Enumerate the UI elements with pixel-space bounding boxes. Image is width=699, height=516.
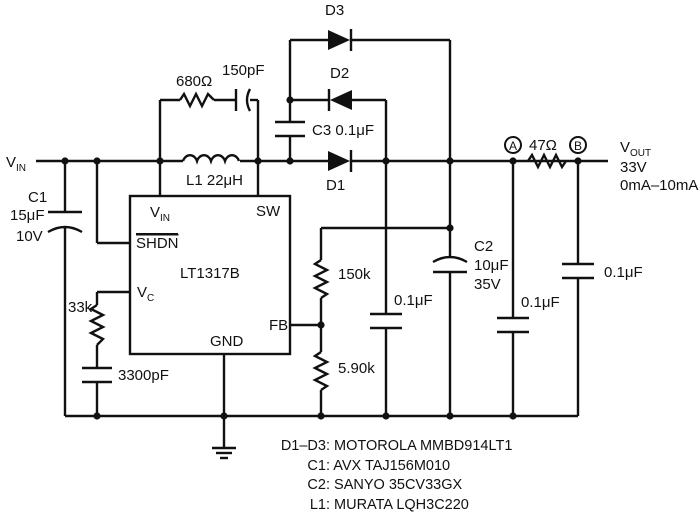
ic-pin-sw: SW xyxy=(256,203,281,220)
parts-notes: D1–D3: MOTOROLA MMBD914LT1 C1: AVX TAJ15… xyxy=(270,437,513,515)
node-b-marker: B xyxy=(569,136,587,154)
note-row: C2: SANYO 35CV33GX xyxy=(307,477,463,493)
c1-voltage: 10V xyxy=(16,228,43,245)
vout-label: VOUT xyxy=(620,139,651,159)
wires xyxy=(36,38,608,448)
note-row: D1–D3: MOTOROLA MMBD914LT1 xyxy=(280,438,513,454)
diode-d1 xyxy=(328,150,353,172)
node-a-marker: A xyxy=(504,136,522,154)
c2-value: 10μF xyxy=(474,257,509,274)
capacitor-c3 xyxy=(275,120,305,138)
capacitor-c2 xyxy=(432,255,468,274)
c-output-label: 0.1μF xyxy=(604,264,643,281)
resistor-680-ohm xyxy=(179,91,215,109)
ic-pin-vin: VIN xyxy=(150,204,170,224)
capacitor-0-1uf-mid xyxy=(370,312,402,330)
resistor-150k xyxy=(312,259,330,299)
resistor-33k xyxy=(88,304,106,346)
capacitor-0-1uf-node-a xyxy=(497,316,529,334)
d3-label: D3 xyxy=(325,2,344,19)
d1-label: D1 xyxy=(326,177,345,194)
svg-text:A: A xyxy=(509,139,517,153)
ground-icon xyxy=(212,446,236,460)
c2-name: C2 xyxy=(474,238,493,255)
ic-pin-gnd: GND xyxy=(210,333,244,350)
note-row: C1: AVX TAJ156M010 xyxy=(307,457,451,474)
resistor-5-90k xyxy=(312,351,330,391)
capacitor-150pf-label: 150pF xyxy=(222,62,265,79)
resistor-47-ohm xyxy=(527,152,567,170)
r47-label: 47Ω xyxy=(529,137,557,154)
vin-label: VIN xyxy=(6,154,26,174)
diode-d2 xyxy=(327,89,352,111)
note-row: L1: MURATA LQH3C220 xyxy=(309,496,469,513)
d2-label: D2 xyxy=(330,65,349,82)
ic-pin-fb: FB xyxy=(269,317,288,334)
r150k-label: 150k xyxy=(338,266,371,283)
c-node-a-label: 0.1μF xyxy=(521,294,560,311)
vout-voltage: 33V xyxy=(620,159,647,176)
resistor-680-label: 680Ω xyxy=(176,73,212,90)
ic-pin-shdn: SHDN xyxy=(136,235,179,252)
diode-d3 xyxy=(328,29,353,51)
vout-current-range: 0mA–10mA xyxy=(620,177,698,194)
r33k-label: 33k xyxy=(68,299,93,316)
capacitor-0-1uf-output xyxy=(562,262,594,280)
ic-part-number: LT1317B xyxy=(180,265,240,282)
capacitor-3300pf xyxy=(82,366,112,384)
c1-name: C1 xyxy=(28,189,47,206)
r590k-label: 5.90k xyxy=(338,360,375,377)
c1-value: 15μF xyxy=(10,207,45,224)
c3300pf-label: 3300pF xyxy=(118,367,169,384)
ic-pin-vc: VC xyxy=(137,284,154,304)
c-mid-label: 0.1μF xyxy=(394,292,433,309)
junction-dots xyxy=(61,96,582,420)
l1-label: L1 22μH xyxy=(186,172,243,189)
c2-voltage: 35V xyxy=(474,276,501,293)
svg-text:B: B xyxy=(574,139,582,153)
inductor-l1 xyxy=(181,154,241,165)
capacitor-150pf xyxy=(234,88,252,112)
capacitor-c1 xyxy=(47,210,83,234)
c3-label: C3 0.1μF xyxy=(312,122,374,139)
lt1317b-chip xyxy=(128,194,292,356)
